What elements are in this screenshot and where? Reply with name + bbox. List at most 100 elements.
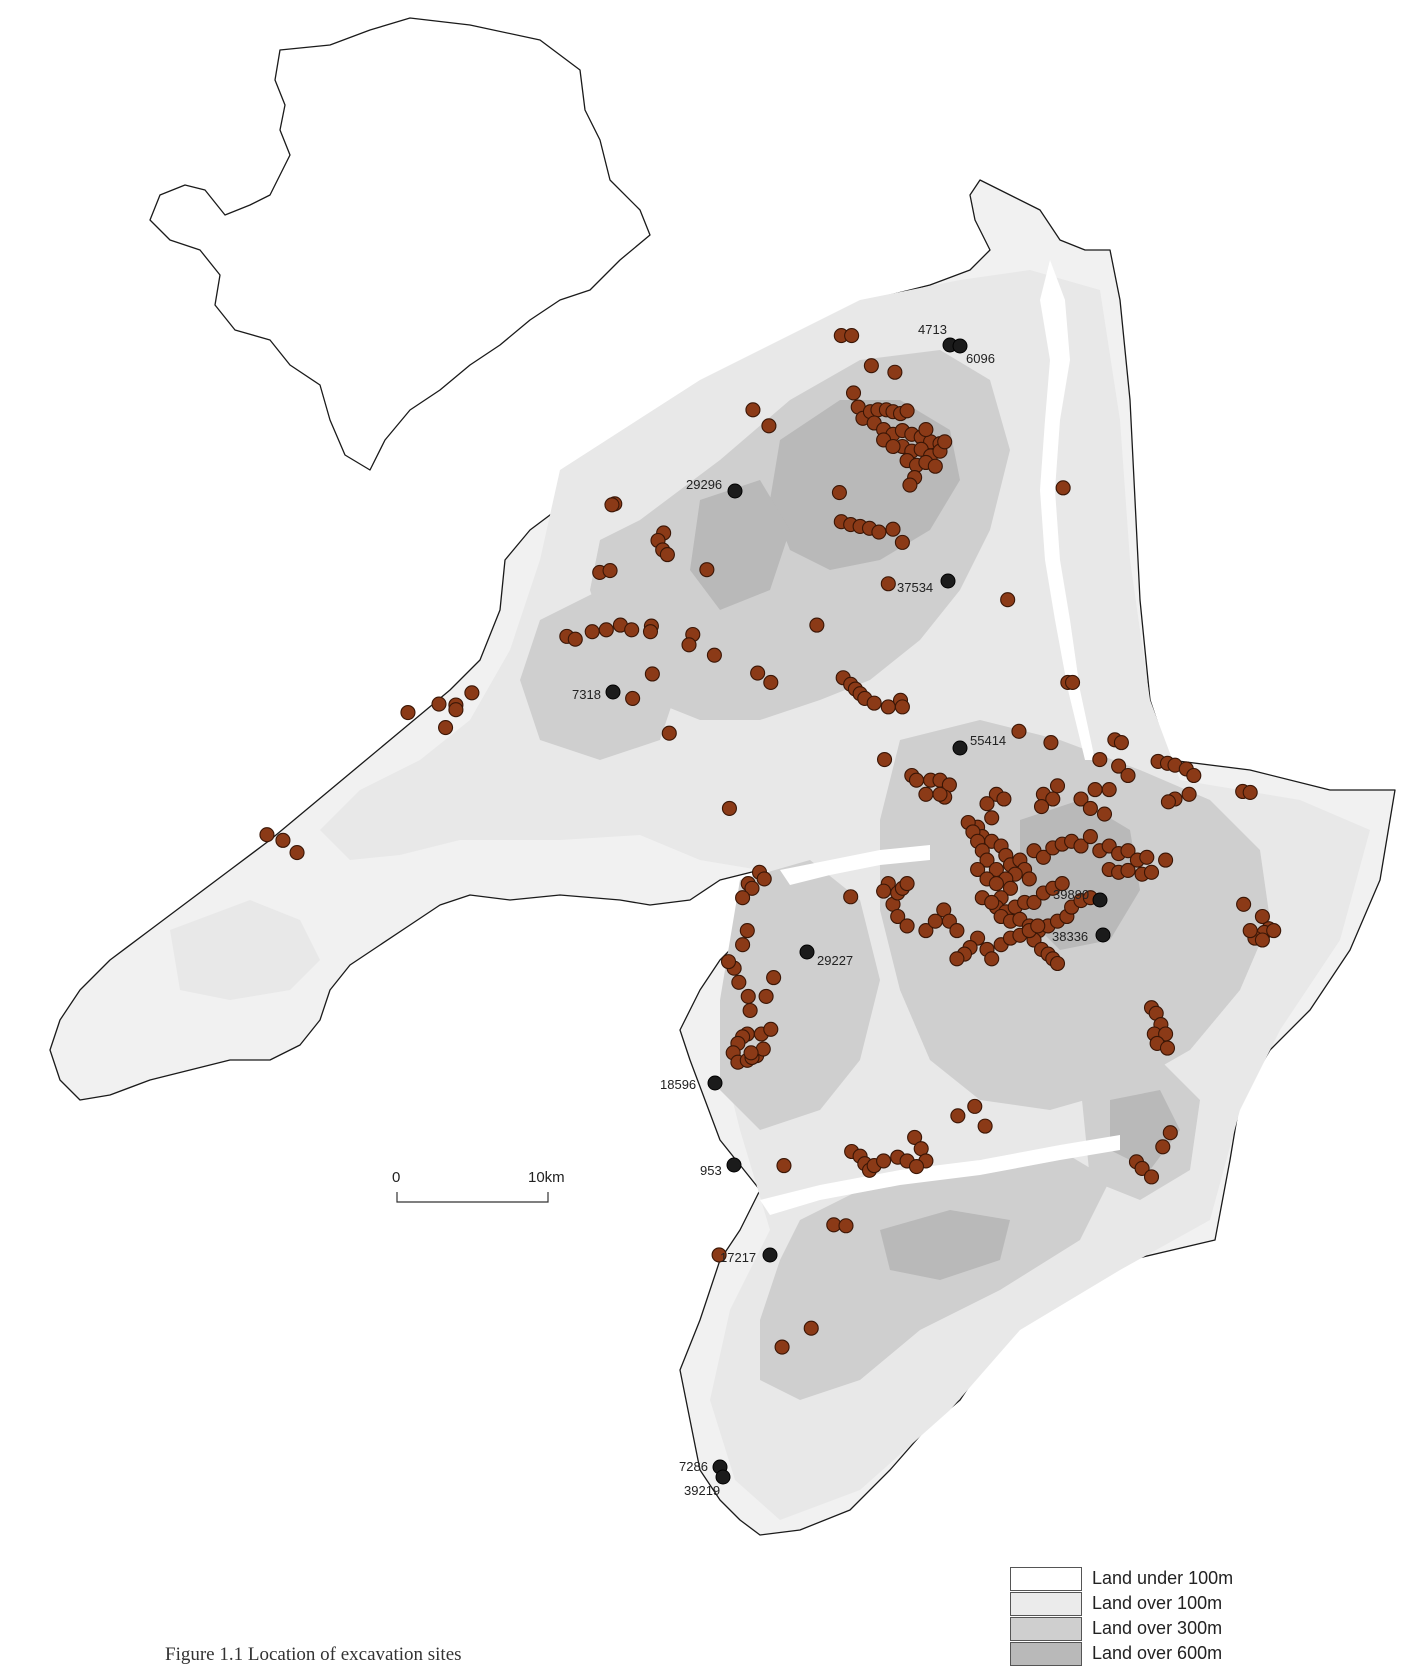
excavation-site-marker (744, 880, 760, 896)
excavation-site-marker (988, 876, 1004, 892)
excavation-site-marker (763, 1021, 779, 1037)
excavation-site-marker (894, 534, 910, 550)
excavation-site-marker (706, 647, 722, 663)
excavation-site-marker (979, 852, 995, 868)
excavation-site-marker (750, 665, 766, 681)
excavation-site-marker (1254, 932, 1270, 948)
excavation-site-marker (937, 434, 953, 450)
excavation-site-marker (661, 725, 677, 741)
excavation-site-marker (1082, 829, 1098, 845)
excavation-site-marker (763, 674, 779, 690)
excavation-site-marker (1092, 751, 1108, 768)
excavation-site-marker (932, 786, 948, 802)
excavation-site-marker (1021, 871, 1037, 887)
key-site-marker (1092, 892, 1108, 908)
excavation-site-marker (761, 418, 777, 434)
excavation-site-marker (438, 720, 454, 736)
excavation-site-marker (977, 1118, 993, 1134)
excavation-site-marker (1073, 838, 1089, 854)
legend-swatch-over-100 (1010, 1591, 1082, 1616)
excavation-site-marker (902, 477, 918, 493)
excavation-site-marker (831, 485, 847, 501)
relief-over-300m-west (520, 590, 680, 760)
excavation-site-marker (1266, 923, 1282, 939)
excavation-site-marker (908, 772, 925, 788)
legend-row: Land over 600m (1010, 1641, 1270, 1666)
excavation-site-marker (1055, 480, 1071, 496)
excavation-site-marker (838, 1218, 854, 1234)
excavation-site-marker (1158, 852, 1174, 868)
excavation-site-marker (1030, 918, 1046, 934)
excavation-site-marker (894, 699, 910, 715)
excavation-site-marker (1139, 849, 1155, 865)
excavation-site-marker (843, 889, 859, 905)
excavation-site-marker (567, 631, 583, 647)
excavation-site-marker (876, 751, 893, 768)
excavation-site-marker (1045, 791, 1061, 807)
excavation-site-marker (899, 403, 915, 419)
island-anglesey (149, 17, 651, 471)
excavation-site-marker (1113, 735, 1129, 751)
excavation-site-marker (984, 894, 1000, 910)
relief-over-600m-northwest (690, 480, 790, 610)
excavation-site-marker (259, 827, 275, 843)
site-label-17217: 17217 (720, 1250, 756, 1265)
excavation-site-marker (1049, 778, 1066, 794)
excavation-site-marker (735, 937, 751, 953)
excavation-site-marker (949, 951, 965, 967)
site-label-39890: 39890 (1053, 887, 1089, 902)
excavation-site-marker (1162, 1125, 1178, 1141)
excavation-site-marker (863, 358, 879, 374)
site-label-4713: 4713 (918, 322, 947, 337)
excavation-site-marker (758, 988, 774, 1004)
excavation-site-marker (1101, 782, 1117, 798)
excavation-site-marker (766, 970, 782, 986)
excavation-site-marker (275, 832, 291, 848)
excavation-site-marker (1082, 800, 1098, 816)
excavation-site-marker (711, 1247, 727, 1263)
excavation-site-marker (731, 974, 747, 990)
excavation-site-marker (1143, 1169, 1160, 1185)
key-site-marker (1095, 927, 1111, 943)
excavation-site-marker (659, 547, 675, 563)
excavation-site-marker (908, 1158, 925, 1175)
excavation-site-marker (1120, 843, 1136, 859)
excavation-site-marker (1186, 767, 1202, 784)
key-site-marker (952, 338, 968, 354)
excavation-site-marker (1002, 880, 1019, 896)
excavation-site-marker (871, 524, 887, 540)
excavation-site-marker (1096, 806, 1113, 822)
excavation-site-marker (464, 685, 480, 701)
relief-over-100m-lleyn (170, 900, 320, 1000)
site-label-39219: 39219 (684, 1483, 720, 1498)
excavation-site-marker (880, 576, 896, 592)
excavation-site-marker (979, 796, 995, 812)
excavation-site-marker (803, 1320, 819, 1336)
excavation-site-marker (885, 438, 901, 455)
legend-swatch-over-300 (1010, 1616, 1082, 1641)
excavation-site-marker (887, 364, 903, 380)
key-site-marker (940, 573, 956, 589)
excavation-site-marker (1064, 674, 1081, 690)
scale-end-label: 10km (528, 1169, 565, 1186)
excavation-site-marker (1111, 758, 1127, 774)
site-label-7318: 7318 (572, 687, 601, 702)
excavation-site-marker (584, 624, 600, 640)
excavation-site-marker (1087, 782, 1103, 798)
key-site-labels: 4713 6096 29296 37534 7318 55414 39890 3… (572, 322, 1089, 1498)
excavation-site-marker (949, 923, 965, 939)
site-label-29227: 29227 (817, 953, 853, 968)
excavation-site-marker (1254, 908, 1270, 925)
key-site-marker (799, 944, 815, 960)
excavation-site-marker (918, 786, 934, 802)
valley-mawddach (780, 845, 930, 885)
excavation-site-marker (604, 497, 620, 513)
site-markers (259, 328, 1282, 1355)
excavation-site-marker (740, 988, 756, 1004)
legend-row: Land over 100m (1010, 1591, 1270, 1616)
excavation-site-marker (644, 666, 660, 682)
excavation-site-marker (918, 422, 934, 438)
excavation-site-marker (1155, 1139, 1171, 1155)
relief-over-600m-east (1020, 800, 1140, 950)
excavation-site-marker (970, 861, 986, 878)
